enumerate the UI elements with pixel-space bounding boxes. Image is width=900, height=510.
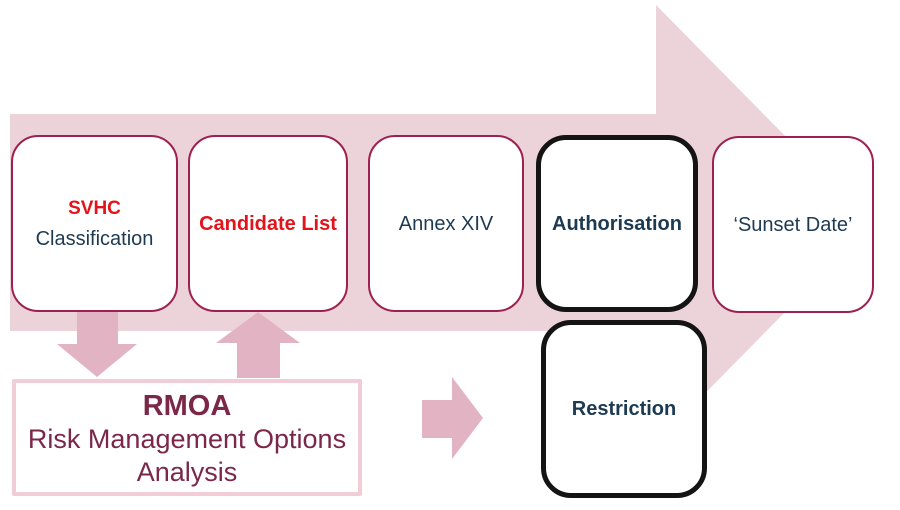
classification-label: Classification xyxy=(35,227,154,250)
authorisation-box: Authorisation xyxy=(536,135,698,312)
candidate-list-label: Candidate List xyxy=(199,212,337,235)
svhc-classification-box: SVHC Classification xyxy=(11,135,178,312)
right-arrow-icon xyxy=(422,377,483,459)
rmoa-acronym-label: RMOA xyxy=(142,390,232,422)
rmoa-analysis-label: Analysis xyxy=(136,457,238,487)
rmoa-box: RMOA Risk Management Options Analysis xyxy=(12,379,362,496)
authorisation-label: Authorisation xyxy=(552,212,682,235)
rmoa-full-name-label: Risk Management Options xyxy=(27,424,347,454)
candidate-list-box: Candidate List xyxy=(188,135,348,312)
sunset-date-box: ‘Sunset Date’ xyxy=(712,136,874,313)
down-arrow-icon xyxy=(57,311,137,377)
restriction-label: Restriction xyxy=(571,398,677,420)
annex-xiv-label: Annex XIV xyxy=(398,212,494,235)
annex-xiv-box: Annex XIV xyxy=(368,135,524,312)
svhc-label: SVHC xyxy=(68,197,121,219)
restriction-box: Restriction xyxy=(541,320,707,498)
up-arrow-icon xyxy=(216,312,300,378)
sunset-date-label: ‘Sunset Date’ xyxy=(733,213,853,236)
